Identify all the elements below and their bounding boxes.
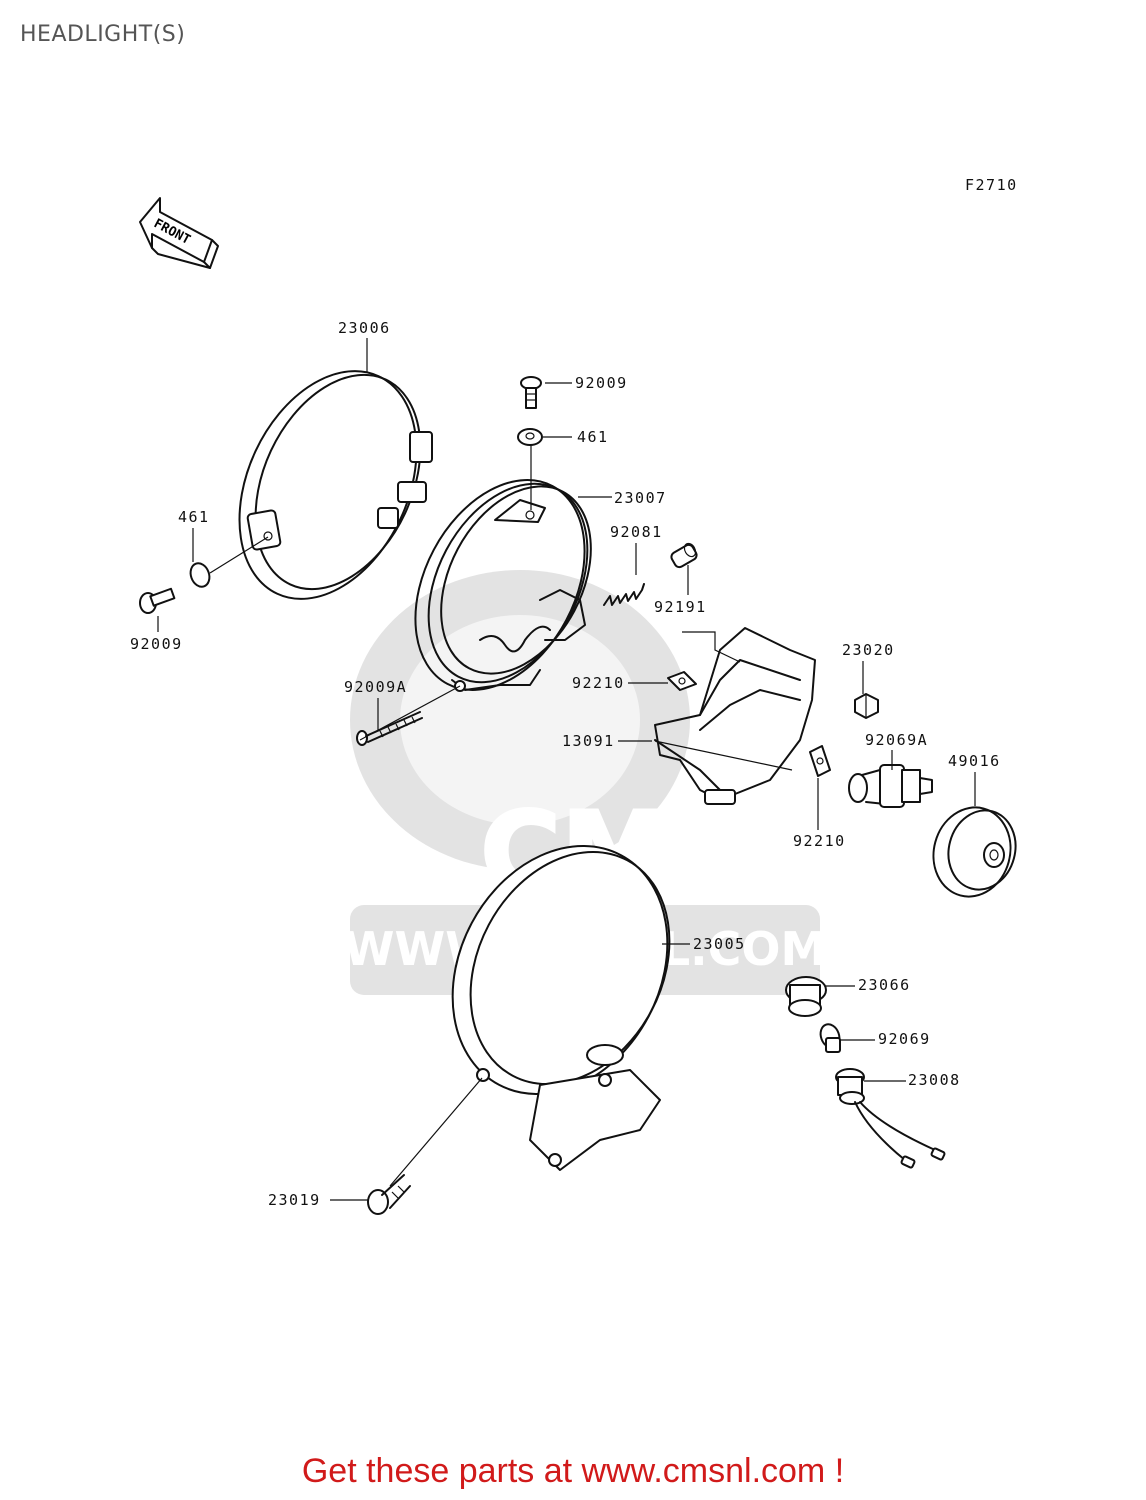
callout-92009-top: 92009 xyxy=(575,374,628,392)
callout-23006: 23006 xyxy=(338,319,391,337)
part-clip-top xyxy=(667,671,697,691)
part-screw-top xyxy=(520,376,542,409)
part-screw-left xyxy=(139,587,176,614)
part-spring xyxy=(603,583,645,606)
part-socket-wires xyxy=(835,1068,946,1169)
callout-23005: 23005 xyxy=(693,935,746,953)
promo-link[interactable]: Get these parts at www.cmsnl.com ! xyxy=(301,1452,845,1490)
callout-92210-top: 92210 xyxy=(572,674,625,692)
part-grommet xyxy=(785,976,827,1017)
part-headlight-bulb xyxy=(848,764,933,808)
part-hex-nut xyxy=(854,693,879,719)
callout-461-left: 461 xyxy=(178,508,210,526)
part-headlight-unit xyxy=(451,844,671,1171)
part-headlight-housing xyxy=(414,479,592,692)
callout-92069A: 92069A xyxy=(865,731,928,749)
callout-49016: 49016 xyxy=(948,752,1001,770)
callout-labels: 23006 92009 461 23007 92081 461 92009 92… xyxy=(130,319,1001,1209)
figure-code: F2710 xyxy=(965,176,1018,194)
callout-23020: 23020 xyxy=(842,641,895,659)
callout-92210-bottom: 92210 xyxy=(793,832,846,850)
callout-92009A: 92009A xyxy=(344,678,407,696)
callout-23066: 23066 xyxy=(858,976,911,994)
callout-92191: 92191 xyxy=(654,598,707,616)
part-headlight-rim xyxy=(238,370,433,600)
part-nut-top xyxy=(517,428,543,446)
front-arrow-icon: FRONT xyxy=(139,197,219,269)
callout-461-top: 461 xyxy=(577,428,609,446)
page-title: HEADLIGHT(S) xyxy=(20,22,186,47)
part-nut-left xyxy=(189,562,211,588)
callout-23007: 23007 xyxy=(614,489,667,507)
part-collar xyxy=(670,542,698,569)
callout-13091: 13091 xyxy=(562,732,615,750)
callout-92009-left: 92009 xyxy=(130,635,183,653)
callout-23019: 23019 xyxy=(268,1191,321,1209)
part-bracket xyxy=(654,627,816,805)
part-small-bulb xyxy=(819,1023,841,1053)
callout-23008: 23008 xyxy=(908,1071,961,1089)
part-mount-bolt xyxy=(367,1174,411,1215)
callout-92081: 92081 xyxy=(610,523,663,541)
callout-92069: 92069 xyxy=(878,1030,931,1048)
leader-lines xyxy=(157,338,976,1201)
part-clip-bottom xyxy=(809,745,831,777)
part-dust-cover xyxy=(932,806,1017,898)
